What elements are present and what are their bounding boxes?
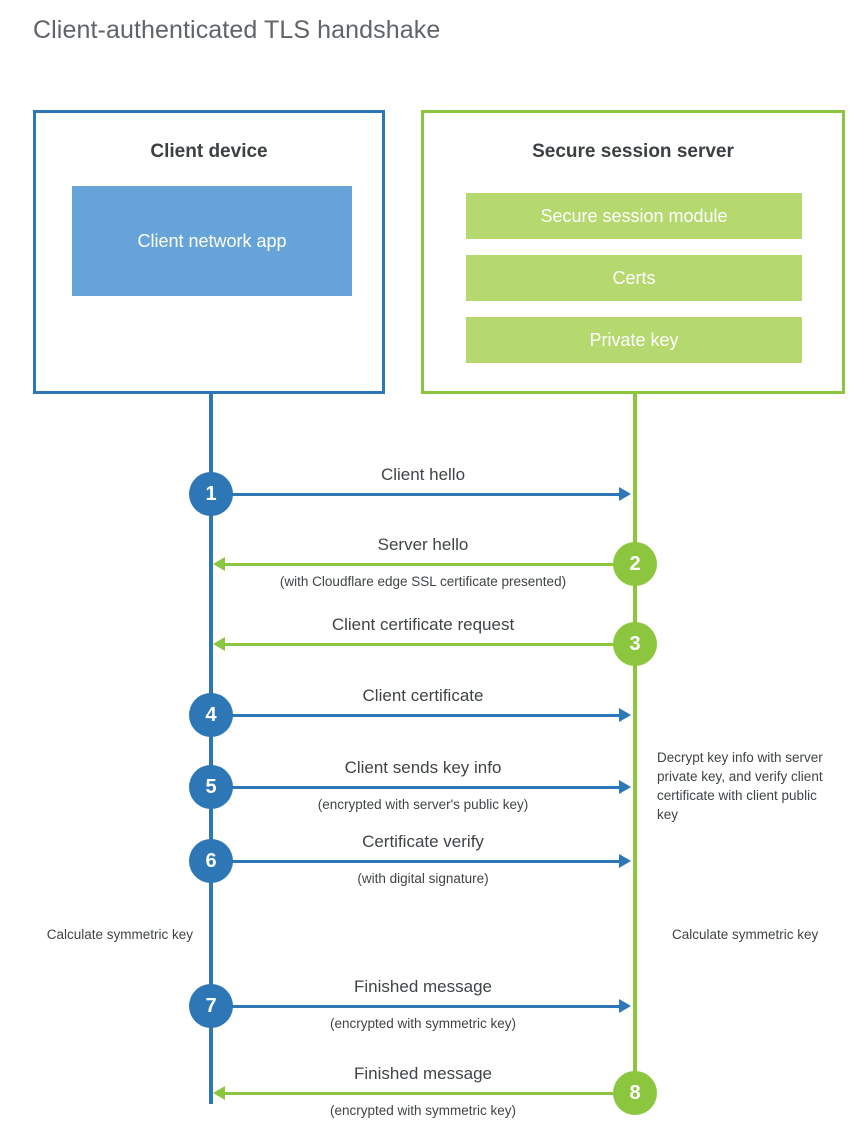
step-3-arrow-head xyxy=(213,637,225,651)
server-decrypt-annotation: Decrypt key info with server private key… xyxy=(657,750,823,823)
step-5-number-bubble: 5 xyxy=(189,765,233,809)
step-7-sublabel: (encrypted with symmetric key) xyxy=(329,1016,517,1031)
step-5-arrow-head xyxy=(619,780,631,794)
client-calculate-symmetric-key-annotation: Calculate symmetric key xyxy=(46,927,193,942)
step-4-label: Client certificate xyxy=(362,686,484,705)
step-5-arrow-line xyxy=(211,786,619,789)
secure-session-server-title: Secure session server xyxy=(532,141,734,162)
step-7-number-bubble: 7 xyxy=(189,984,233,1028)
step-1-arrow-line xyxy=(211,493,619,496)
step-1-arrow-head xyxy=(619,487,631,501)
step-7-label: Finished message xyxy=(354,977,492,996)
step-8-arrow-head xyxy=(213,1086,225,1100)
server-lifeline xyxy=(633,394,637,1093)
step-6-sublabel: (with digital signature) xyxy=(357,871,489,886)
step-8-number-bubble: 8 xyxy=(613,1071,657,1115)
client-device-title: Client device xyxy=(150,141,268,162)
step-2-arrow-line xyxy=(225,563,635,566)
client-lifeline xyxy=(209,394,213,1104)
step-3-arrow-line xyxy=(225,643,635,646)
step-6-arrow-head xyxy=(619,854,631,868)
step-6-number-bubble: 6 xyxy=(189,839,233,883)
step-8-arrow-line xyxy=(225,1092,635,1095)
page-title: Client-authenticated TLS handshake xyxy=(33,16,441,44)
server-component-secure-session-module: Secure session module xyxy=(466,193,802,239)
step-5-sublabel: (encrypted with server's public key) xyxy=(317,797,529,812)
step-1-label: Client hello xyxy=(380,465,466,484)
step-8-label: Finished message xyxy=(354,1064,492,1083)
step-4-arrow-line xyxy=(211,714,619,717)
step-6-arrow-line xyxy=(211,860,619,863)
client-network-app-block: Client network app xyxy=(72,186,352,296)
secure-session-server-box: Secure session server Secure session mod… xyxy=(421,110,845,394)
step-8-sublabel: (encrypted with symmetric key) xyxy=(329,1103,517,1118)
step-5-label: Client sends key info xyxy=(344,758,502,777)
step-3-label: Client certificate request xyxy=(331,615,515,634)
step-3-number-bubble: 3 xyxy=(613,622,657,666)
client-device-box: Client device Client network app xyxy=(33,110,385,394)
step-2-arrow-head xyxy=(213,557,225,571)
step-4-arrow-head xyxy=(619,708,631,722)
step-2-label: Server hello xyxy=(377,535,469,554)
step-4-number-bubble: 4 xyxy=(189,693,233,737)
step-7-arrow-line xyxy=(211,1005,619,1008)
step-7-arrow-head xyxy=(619,999,631,1013)
step-6-label: Certificate verify xyxy=(362,832,484,851)
step-2-number-bubble: 2 xyxy=(613,542,657,586)
server-component-certs: Certs xyxy=(466,255,802,301)
step-2-sublabel: (with Cloudflare edge SSL certificate pr… xyxy=(279,574,567,589)
step-1-number-bubble: 1 xyxy=(189,472,233,516)
server-calculate-symmetric-key-annotation: Calculate symmetric key xyxy=(672,927,819,942)
server-component-private-key: Private key xyxy=(466,317,802,363)
